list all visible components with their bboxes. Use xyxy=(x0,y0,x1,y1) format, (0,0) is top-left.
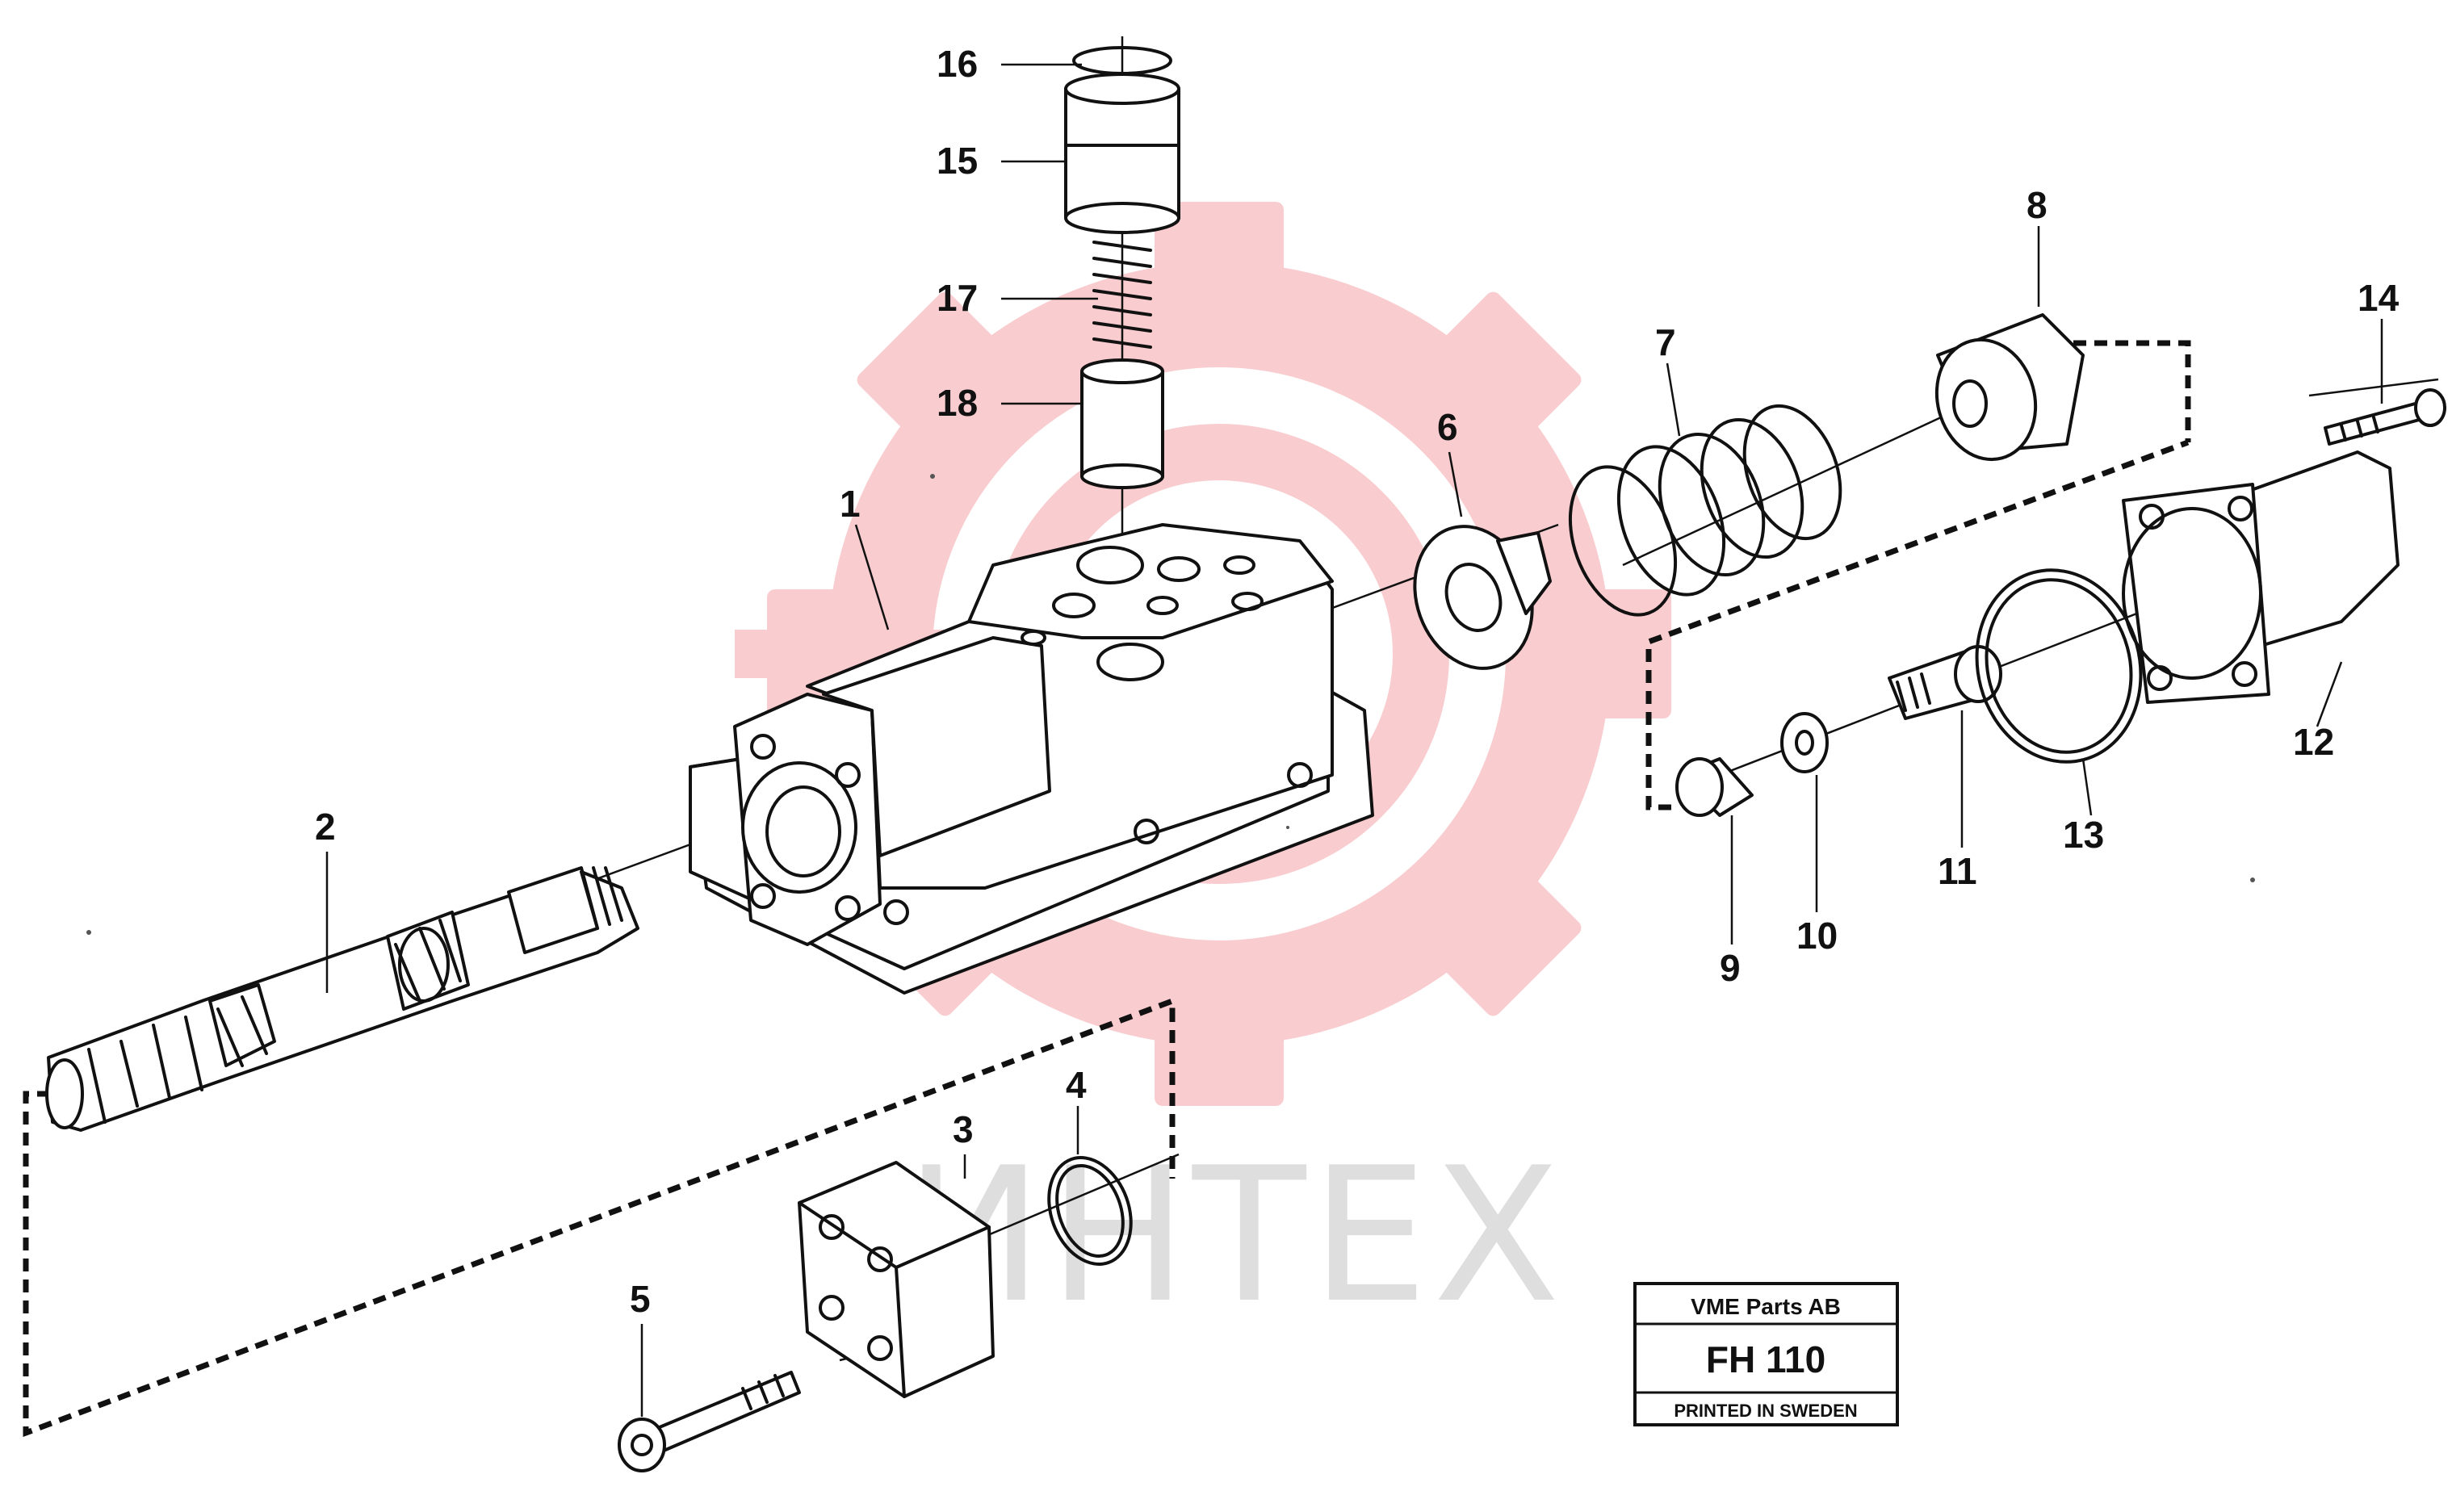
leader-lines xyxy=(325,63,2383,1417)
callout-11: 11 xyxy=(1938,850,1977,892)
callout-12: 12 xyxy=(2293,721,2334,763)
watermark-text: ИНТЕХ xyxy=(904,1129,1565,1344)
callout-14: 14 xyxy=(2358,277,2400,319)
part-17-spring xyxy=(1092,241,1152,349)
scan-specks xyxy=(86,474,2255,935)
callout-10: 10 xyxy=(1796,915,1838,957)
stamp-origin: PRINTED IN SWEDEN xyxy=(1674,1401,1857,1421)
callout-18: 18 xyxy=(937,382,978,424)
callout-3: 3 xyxy=(953,1108,974,1150)
callout-15: 15 xyxy=(937,140,978,182)
part-9-sleeve xyxy=(1675,757,1754,817)
part-4-o-ring xyxy=(1047,1156,1133,1266)
callout-2: 2 xyxy=(315,806,336,848)
part-15-piston xyxy=(1064,73,1180,234)
callout-16: 16 xyxy=(937,43,978,85)
callout-1: 1 xyxy=(840,483,861,525)
part-1-valve-housing xyxy=(689,523,1374,995)
callout-17: 17 xyxy=(937,277,978,319)
part-2-spool xyxy=(45,866,639,1132)
part-10-washer xyxy=(1780,712,1829,773)
part-11-plug-screw xyxy=(1888,645,2002,720)
part-16-ring xyxy=(1072,46,1172,75)
part-3-end-cover xyxy=(798,1161,995,1398)
part-18-sleeve xyxy=(1080,358,1164,489)
callout-4: 4 xyxy=(1066,1064,1087,1106)
part-13-o-ring xyxy=(1975,568,2143,764)
stamp-company: VME Parts AB xyxy=(1691,1294,1841,1319)
callout-labels: 16 15 17 18 1 2 3 4 5 6 7 8 14 12 13 11 … xyxy=(315,43,2400,1320)
callout-5: 5 xyxy=(630,1278,651,1320)
callout-9: 9 xyxy=(1720,947,1741,989)
callout-7: 7 xyxy=(1655,321,1676,363)
callout-6: 6 xyxy=(1437,406,1458,448)
part-6-valve-seat xyxy=(1413,525,1552,670)
part-12-cover xyxy=(2122,450,2400,704)
stamp-code: FH 110 xyxy=(1706,1338,1825,1380)
part-7-spring xyxy=(1568,404,1842,617)
dashed-connection-lines xyxy=(23,340,2191,1438)
title-stamp: VME Parts AB FH 110 PRINTED IN SWEDEN xyxy=(1633,1282,1899,1426)
callout-13: 13 xyxy=(2063,814,2104,856)
part-5-screw xyxy=(618,1371,801,1472)
part-14-screw xyxy=(2324,388,2446,446)
part-8-bushing xyxy=(1934,313,2085,462)
callout-8: 8 xyxy=(2027,184,2048,226)
